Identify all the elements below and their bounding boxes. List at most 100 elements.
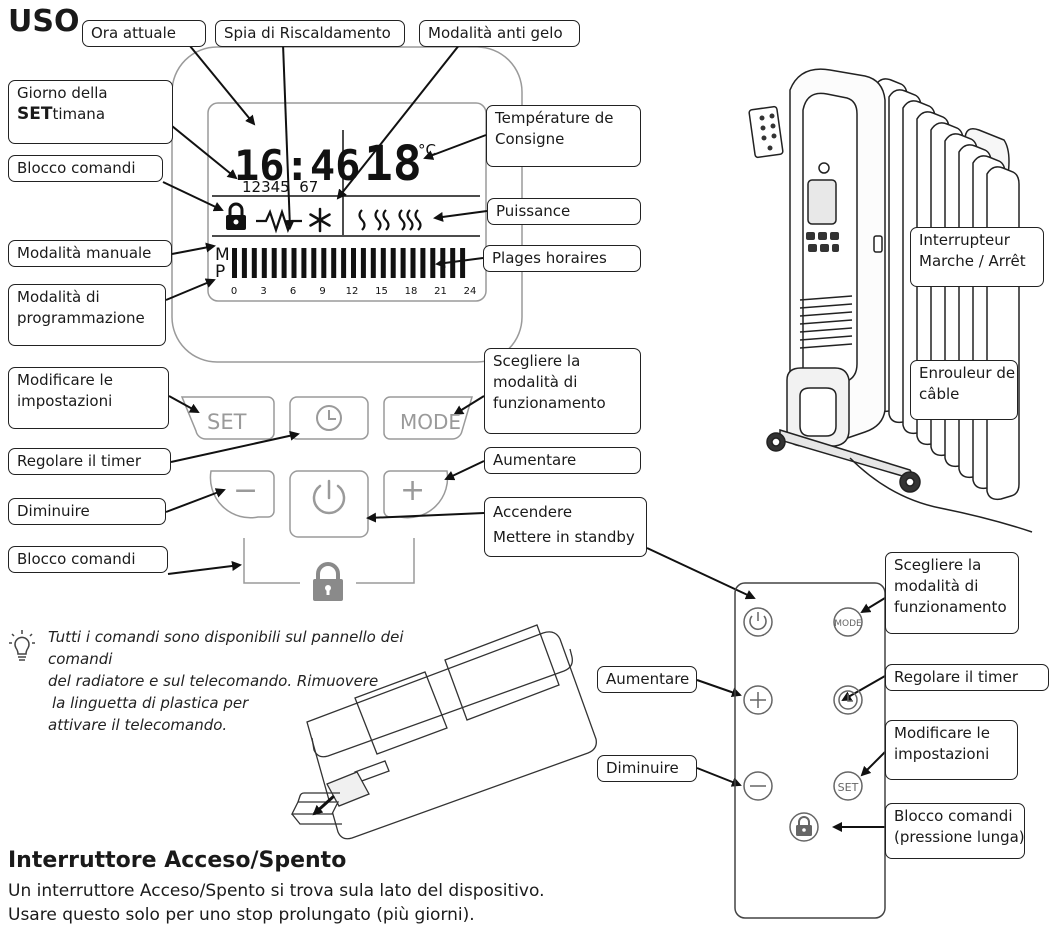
set-button-shape (180, 396, 275, 440)
clock-icon (316, 405, 342, 431)
tab-pull-arrow (312, 794, 336, 816)
remote-outline (734, 582, 886, 919)
snowflake-icon (309, 207, 331, 233)
lightbulb-icon (9, 630, 35, 661)
label-modificare-impostazioni: Modificare le impostazioni (8, 367, 169, 429)
label-antigelo: Modalità anti gelo (419, 20, 580, 47)
time-slot-bar (251, 248, 257, 278)
remote-perspective-drawing (290, 624, 597, 840)
section-title-switch: Interruttore Acceso/Spento (8, 848, 347, 873)
label-ora-attuale: Ora attuale (82, 20, 206, 47)
label-remote-regolare: Regolare il timer (885, 664, 1049, 691)
label-interrupteur: Interrupteur Marche / Arrêt (910, 227, 1044, 287)
label-regolare-timer: Regolare il timer (8, 448, 171, 475)
time-slot-bar (420, 248, 426, 278)
remote-plus-icon (743, 685, 773, 715)
time-slot-bar (261, 248, 267, 278)
label-remote-aumentare: Aumentare (597, 666, 697, 693)
panel-lock-icon (313, 562, 343, 601)
label-diminuire: Diminuire (8, 498, 166, 525)
tip-text: Tutti i comandi sono disponibili sul pan… (48, 628, 404, 734)
label-blocco-comandi-2: Blocco comandi (8, 546, 168, 573)
power-levels-icon (358, 209, 422, 231)
remote-clock-icon (833, 685, 863, 715)
time-slot-bar (410, 248, 416, 278)
mode-button-label[interactable]: MODE (400, 410, 461, 434)
hour-label: 6 (290, 286, 296, 297)
lcd-frame (207, 102, 487, 302)
lcd-mode-m: M (215, 245, 230, 265)
remote-power-icon (743, 607, 773, 637)
time-slot-bar (301, 248, 307, 278)
time-slot-bar (430, 248, 436, 278)
time-slot-bar (291, 248, 297, 278)
plus-button-label[interactable]: + (400, 473, 425, 508)
lock-icon (226, 202, 246, 230)
power-icon (312, 479, 346, 515)
time-slot-bar (281, 248, 287, 278)
lcd-unit: °C (418, 141, 436, 159)
hour-label: 0 (231, 286, 237, 297)
panel-frame (171, 46, 523, 363)
time-slot-bar (400, 248, 406, 278)
hour-label: 21 (434, 286, 447, 297)
page-title: USO (8, 4, 80, 39)
time-slot-bar (390, 248, 396, 278)
time-slot-bar (450, 248, 456, 278)
label-plages-horaires: Plages horaires (483, 245, 641, 272)
remote-mode-label[interactable]: MODE (834, 619, 862, 629)
hour-label: 18 (405, 286, 418, 297)
section-paragraph: Un interruttore Acceso/Spento si trova s… (8, 881, 545, 925)
label-aumentare: Aumentare (484, 447, 641, 474)
label-spia: Spia di Riscaldamento (215, 20, 405, 47)
remote-minus-icon (743, 771, 773, 801)
time-slot-bar (370, 248, 376, 278)
hour-labels: 0 3 6 9 12 15 18 21 24 (231, 286, 477, 297)
lcd-days: 12345 67 (242, 178, 318, 196)
time-slot-bar (331, 248, 337, 278)
time-slot-bars (232, 248, 466, 278)
label-remote-diminuire: Diminuire (597, 755, 697, 782)
label-puissance: Puissance (487, 198, 641, 225)
lcd-temperature: 18 (364, 136, 422, 192)
hour-label: 9 (319, 286, 325, 297)
label-accendere-standby: Accendere Mettere in standby (484, 497, 647, 557)
radiator-illustration (748, 68, 1033, 533)
power-button-shape (289, 470, 369, 538)
lcd-mode-p: P (215, 262, 225, 282)
radiator-fin (986, 166, 1020, 501)
set-button-label[interactable]: SET (207, 410, 247, 434)
label-remote-scegliere: Scegliere la modalità di funzionamento (885, 552, 1019, 634)
time-slot-bar (311, 248, 317, 278)
time-slot-bar (271, 248, 277, 278)
time-slot-bar (341, 248, 347, 278)
hour-label: 15 (375, 286, 388, 297)
time-slot-bar (351, 248, 356, 278)
label-remote-modificare: Modificare le impostazioni (885, 720, 1018, 780)
remote-set-label[interactable]: SET (838, 781, 859, 794)
hour-label: 12 (346, 286, 359, 297)
remote-set-button (833, 771, 863, 801)
mode-button-shape (383, 396, 474, 440)
minus-button-label[interactable]: − (233, 473, 258, 508)
remote-lock-icon (789, 812, 819, 842)
label-giorno: Giorno della SETtimana (8, 80, 173, 144)
time-slot-bar (321, 248, 327, 278)
time-slot-bar (380, 248, 386, 278)
time-slot-bar (232, 248, 237, 278)
heating-icon (256, 208, 302, 234)
hour-label: 3 (260, 286, 266, 297)
hour-label: 24 (464, 286, 477, 297)
time-slot-bar (360, 248, 366, 278)
label-temperature-consigne: Température de Consigne (486, 105, 641, 167)
remote-mode-button (833, 607, 863, 637)
label-remote-blocco: Blocco comandi (pressione lunga) (885, 803, 1025, 859)
label-enrouleur: Enrouleur de câble (910, 360, 1018, 420)
lcd-time: 16:46 (234, 141, 360, 190)
time-slot-bar (241, 248, 247, 278)
label-scegliere-modalita: Scegliere la modalità di funzionamento (484, 348, 641, 434)
label-modalita-manuale: Modalità manuale (8, 240, 172, 267)
label-blocco-comandi-1: Blocco comandi (8, 155, 163, 182)
label-modalita-programmazione: Modalità di programmazione (8, 284, 166, 346)
